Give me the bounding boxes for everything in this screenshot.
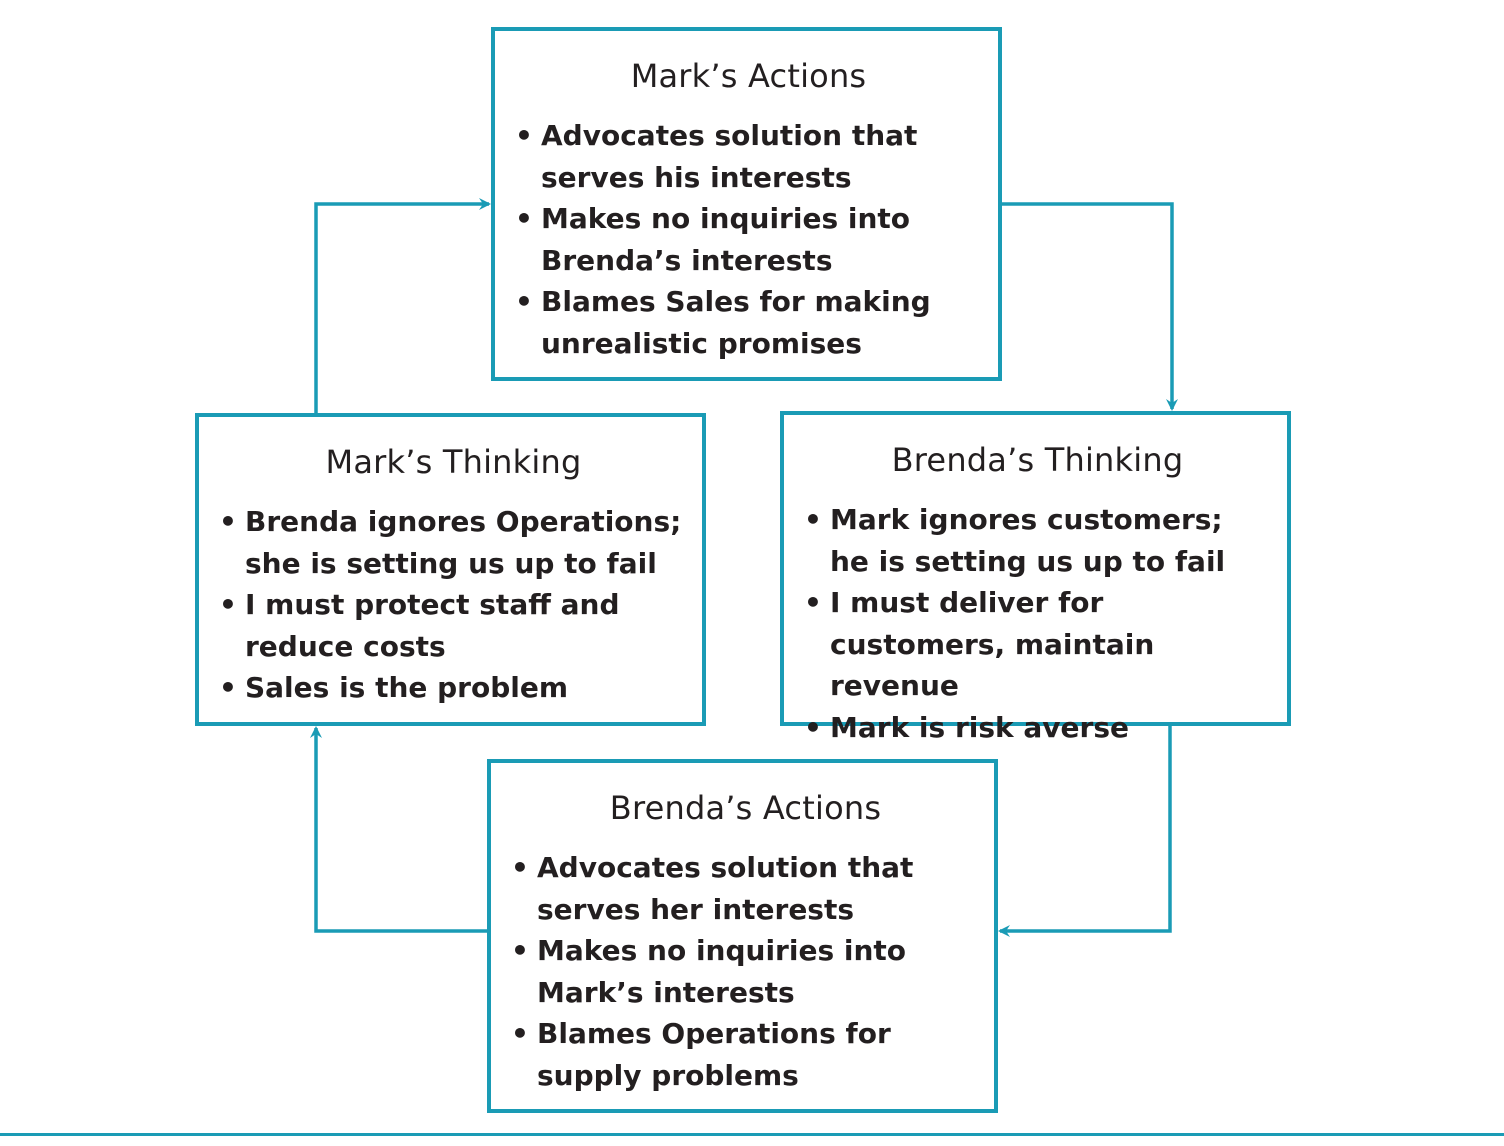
mark-thinking-title: Mark’s Thinking — [325, 443, 582, 481]
brenda-thinking-title: Brenda’s Thinking — [891, 441, 1184, 479]
list-item: Advocates solution that serves his inter… — [515, 115, 982, 198]
mark-actions-title: Mark’s Actions — [630, 57, 867, 95]
brenda-thinking-box: Brenda’s Thinking Mark ignores customers… — [780, 411, 1291, 748]
list-item: I must protect staff and reduce costs — [219, 584, 688, 667]
brenda-actions-box: Brenda’s Actions Advocates solution that… — [487, 759, 998, 1113]
mark-actions-list: Advocates solution that serves his inter… — [515, 115, 982, 364]
mark-thinking-box: Mark’s Thinking Brenda ignores Operation… — [195, 413, 706, 726]
list-item: Blames Operations for supply problems — [511, 1013, 980, 1096]
arrow-mark-actions-to-brenda-thinking — [1002, 202, 1178, 411]
mark-thinking-list: Brenda ignores Operations; she is settin… — [219, 501, 688, 709]
arrow-mark-thinking-to-mark-actions — [314, 198, 491, 413]
list-item: Advocates solution that serves her inter… — [511, 847, 980, 930]
arrow-brenda-actions-to-mark-thinking — [310, 726, 487, 933]
bottom-divider — [0, 1133, 1504, 1136]
list-item: Mark ignores customers; he is setting us… — [804, 499, 1271, 582]
list-item: Makes no inquiries into Mark’s interests — [511, 930, 980, 1013]
list-item: Blames Sales for making unrealistic prom… — [515, 281, 982, 364]
arrow-brenda-thinking-to-brenda-actions — [998, 726, 1172, 937]
mark-actions-box: Mark’s Actions Advocates solution that s… — [491, 27, 1002, 381]
list-item: I must deliver for customers, maintain r… — [804, 582, 1271, 707]
list-item: Sales is the problem — [219, 667, 688, 709]
list-item: Mark is risk averse — [804, 707, 1271, 749]
brenda-actions-title: Brenda’s Actions — [609, 789, 882, 827]
list-item: Makes no inquiries into Brenda’s interes… — [515, 198, 982, 281]
list-item: Brenda ignores Operations; she is settin… — [219, 501, 688, 584]
brenda-actions-list: Advocates solution that serves her inter… — [511, 847, 980, 1096]
brenda-thinking-list: Mark ignores customers; he is setting us… — [804, 499, 1271, 748]
